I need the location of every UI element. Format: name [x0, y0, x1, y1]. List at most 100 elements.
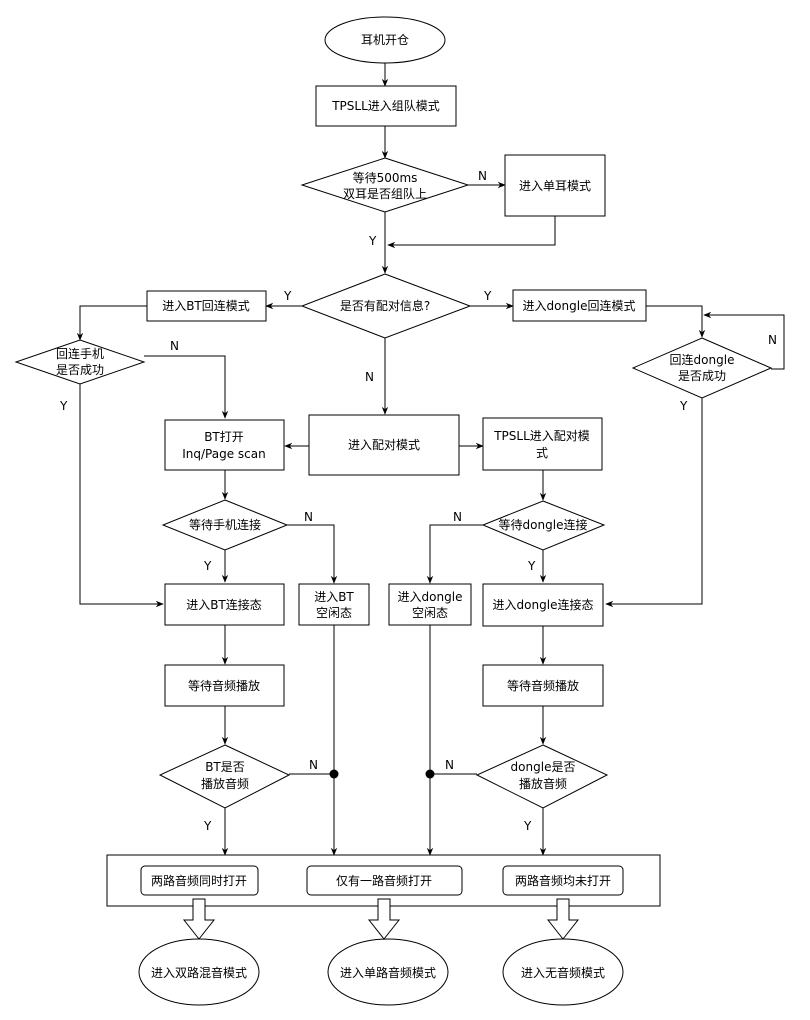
- label-n-pair-info: N: [365, 370, 374, 384]
- node-no-audio-text: 进入无音频模式: [521, 965, 605, 980]
- node-dongle-connected-text: 进入dongle连接态: [493, 597, 594, 612]
- edges: [76, 63, 785, 856]
- node-pair-info-text: 是否有配对信息?: [340, 298, 430, 313]
- node-dongle-reconnect-line1: 回连dongle: [670, 352, 735, 367]
- node-no-audio: 进入无音频模式: [502, 938, 624, 1006]
- node-pair-info-decision: 是否有配对信息?: [300, 273, 472, 339]
- node-dongle-wait-audio: 等待音频播放: [482, 664, 604, 707]
- label-y-bt-playing: Y: [203, 819, 212, 833]
- node-dongle-reconnect-line2: 是否成功: [678, 369, 726, 383]
- edge-dongle-reconnect-to-check: [646, 305, 706, 338]
- edge-labels: N Y Y Y N N Y N Y N Y N Y N Y N Y: [59, 169, 777, 833]
- node-dongle-reconnect: 进入dongle回连模式: [512, 289, 647, 322]
- node-bt-playing-line2: 播放音频: [201, 776, 249, 791]
- label-y-dongle-reconnect: Y: [483, 289, 492, 303]
- node-dongle-idle: 进入dongle 空闲态: [388, 583, 472, 626]
- node-phone-reconnect-decision: 回连手机 是否成功: [14, 339, 146, 385]
- node-phone-reconnect-line2: 是否成功: [56, 363, 104, 377]
- edge-dongle-check-retry: [703, 311, 785, 370]
- node-bt-reconnect: 进入BT回连模式: [146, 290, 267, 322]
- label-n-bt-playing: N: [309, 758, 318, 772]
- node-bt-connected: 进入BT连接态: [164, 583, 285, 626]
- node-wait-dongle-text: 等待dongle连接: [499, 517, 588, 532]
- node-wait-dongle-decision: 等待dongle连接: [481, 500, 606, 551]
- node-tpsll-pair-line2: 式: [536, 446, 548, 460]
- hollow-arrow-left: [182, 898, 216, 940]
- label-y-wait500: Y: [368, 234, 377, 248]
- node-bt-reconnect-text: 进入BT回连模式: [162, 298, 250, 313]
- hollow-arrow-right: [546, 898, 580, 940]
- node-single-audio: 进入单路音频模式: [327, 938, 449, 1006]
- node-phone-reconnect-line1: 回连手机: [56, 346, 104, 361]
- node-dual-mix: 进入双路混音模式: [138, 938, 260, 1006]
- node-dongle-reconnect-decision: 回连dongle 是否成功: [631, 337, 773, 399]
- label-y-bt-reconnect: Y: [283, 289, 292, 303]
- state-none-open-text: 两路音频均未打开: [515, 873, 611, 888]
- edge-wait-dongle-no: [426, 524, 483, 584]
- node-bt-open-line1: BT打开: [204, 430, 244, 444]
- state-one-open: 仅有一路音频打开: [306, 865, 463, 896]
- label-y-phone-check: Y: [59, 399, 68, 413]
- node-bt-playing-line1: BT是否: [205, 760, 245, 774]
- label-n-wait-dongle: N: [453, 510, 462, 524]
- edge-wait-phone-no: [287, 524, 338, 584]
- state-none-open: 两路音频均未打开: [502, 865, 624, 896]
- node-bt-idle: 进入BT 空闲态: [298, 583, 370, 626]
- label-n-dongle-playing: N: [445, 758, 454, 772]
- node-dongle-playing-line2: 播放音频: [519, 776, 567, 791]
- node-bt-open: BT打开 Inq/Page scan: [164, 419, 285, 471]
- edge-phone-check-yes: [79, 384, 164, 608]
- state-one-open-text: 仅有一路音频打开: [336, 873, 432, 888]
- hollow-arrow-center: [367, 898, 401, 940]
- node-dongle-wait-audio-text: 等待音频播放: [507, 678, 579, 693]
- node-bt-open-line2: Inq/Page scan: [182, 447, 265, 461]
- node-tpsll-group-text: TPSLL进入组队模式: [331, 98, 440, 113]
- node-wait500-decision: 等待500ms 双耳是否组队上: [300, 157, 470, 213]
- label-n-dongle-check: N: [768, 333, 777, 347]
- label-y-dongle-playing: Y: [523, 819, 532, 833]
- edge-single-ear-merge: [387, 216, 556, 249]
- node-wait500-line2: 双耳是否组队上: [343, 186, 427, 201]
- node-single-ear: 进入单耳模式: [504, 154, 606, 217]
- node-dongle-reconnect-text: 进入dongle回连模式: [523, 298, 636, 313]
- node-bt-idle-line1: 进入BT: [314, 590, 354, 604]
- label-n-wait-phone: N: [304, 510, 313, 524]
- edge-bt-reconnect-to-check: [76, 305, 147, 341]
- node-wait-phone-decision: 等待手机连接: [161, 499, 289, 551]
- node-start-text: 耳机开仓: [361, 33, 409, 47]
- node-bt-wait-audio-text: 等待音频播放: [188, 678, 260, 693]
- node-bt-wait-audio: 等待音频播放: [164, 664, 285, 707]
- node-tpsll-group: TPSLL进入组队模式: [315, 85, 457, 127]
- node-dongle-idle-line1: 进入dongle: [398, 590, 463, 604]
- label-y-dongle-check: Y: [679, 399, 688, 413]
- node-bt-connected-text: 进入BT连接态: [186, 597, 262, 612]
- node-tpsll-pair: TPSLL进入配对模 式: [482, 417, 603, 471]
- label-n-phone-check: N: [170, 339, 179, 353]
- node-single-ear-text: 进入单耳模式: [519, 179, 591, 193]
- node-wait500-line1: 等待500ms: [353, 171, 418, 185]
- node-single-audio-text: 进入单路音频模式: [340, 965, 436, 980]
- node-bt-idle-line2: 空闲态: [316, 606, 352, 620]
- node-pair-mode-text: 进入配对模式: [348, 438, 420, 452]
- junction-dot-bt: [329, 769, 339, 779]
- label-y-wait-dongle: Y: [527, 559, 536, 573]
- audio-state-container: 两路音频同时打开 仅有一路音频打开 两路音频均未打开: [106, 854, 661, 907]
- state-both-open-text: 两路音频同时打开: [151, 873, 247, 888]
- node-dual-mix-text: 进入双路混音模式: [151, 965, 247, 980]
- node-dongle-playing-line1: dongle是否: [511, 760, 576, 774]
- node-tpsll-pair-line1: TPSLL进入配对模: [493, 429, 590, 443]
- label-n-wait500: N: [478, 169, 487, 183]
- edge-phone-check-no: [144, 355, 229, 419]
- node-dongle-idle-line2: 空闲态: [412, 606, 448, 620]
- node-start: 耳机开仓: [324, 16, 446, 64]
- node-bt-playing-decision: BT是否 播放音频: [158, 744, 291, 809]
- node-dongle-connected: 进入dongle连接态: [482, 583, 604, 627]
- node-dongle-playing-decision: dongle是否 播放音频: [475, 744, 609, 809]
- state-both-open: 两路音频同时打开: [140, 865, 259, 896]
- edge-dongle-check-yes: [605, 398, 703, 608]
- junction-dot-dongle: [425, 769, 435, 779]
- node-pair-mode: 进入配对模式: [308, 414, 460, 476]
- label-y-wait-phone: Y: [203, 559, 212, 573]
- node-wait-phone-text: 等待手机连接: [189, 517, 261, 532]
